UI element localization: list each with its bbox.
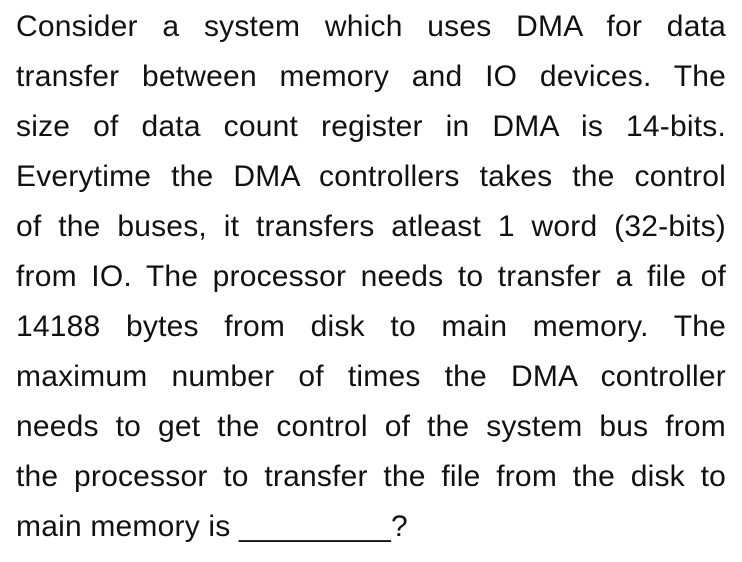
question-line: needs to get the control of the system b… bbox=[16, 410, 726, 443]
question-line: of the buses, it transfers atleast 1 wor… bbox=[16, 210, 726, 243]
question-line: size of data count register in DMA is 14… bbox=[16, 110, 726, 143]
question-line-answer-blank: main memory is _________? bbox=[16, 510, 408, 543]
question-text-block: Consider a system which uses DMA for dat… bbox=[16, 2, 726, 552]
question-line: Consider a system which uses DMA for dat… bbox=[16, 10, 726, 43]
question-line: 14188 bytes from disk to main memory. Th… bbox=[16, 310, 726, 343]
question-line: transfer between memory and IO devices. … bbox=[16, 60, 726, 93]
question-line: from IO. The processor needs to transfer… bbox=[16, 260, 726, 293]
question-line: the processor to transfer the file from … bbox=[16, 460, 726, 493]
question-line: maximum number of times the DMA controll… bbox=[16, 360, 726, 393]
question-line: Everytime the DMA controllers takes the … bbox=[16, 160, 726, 193]
